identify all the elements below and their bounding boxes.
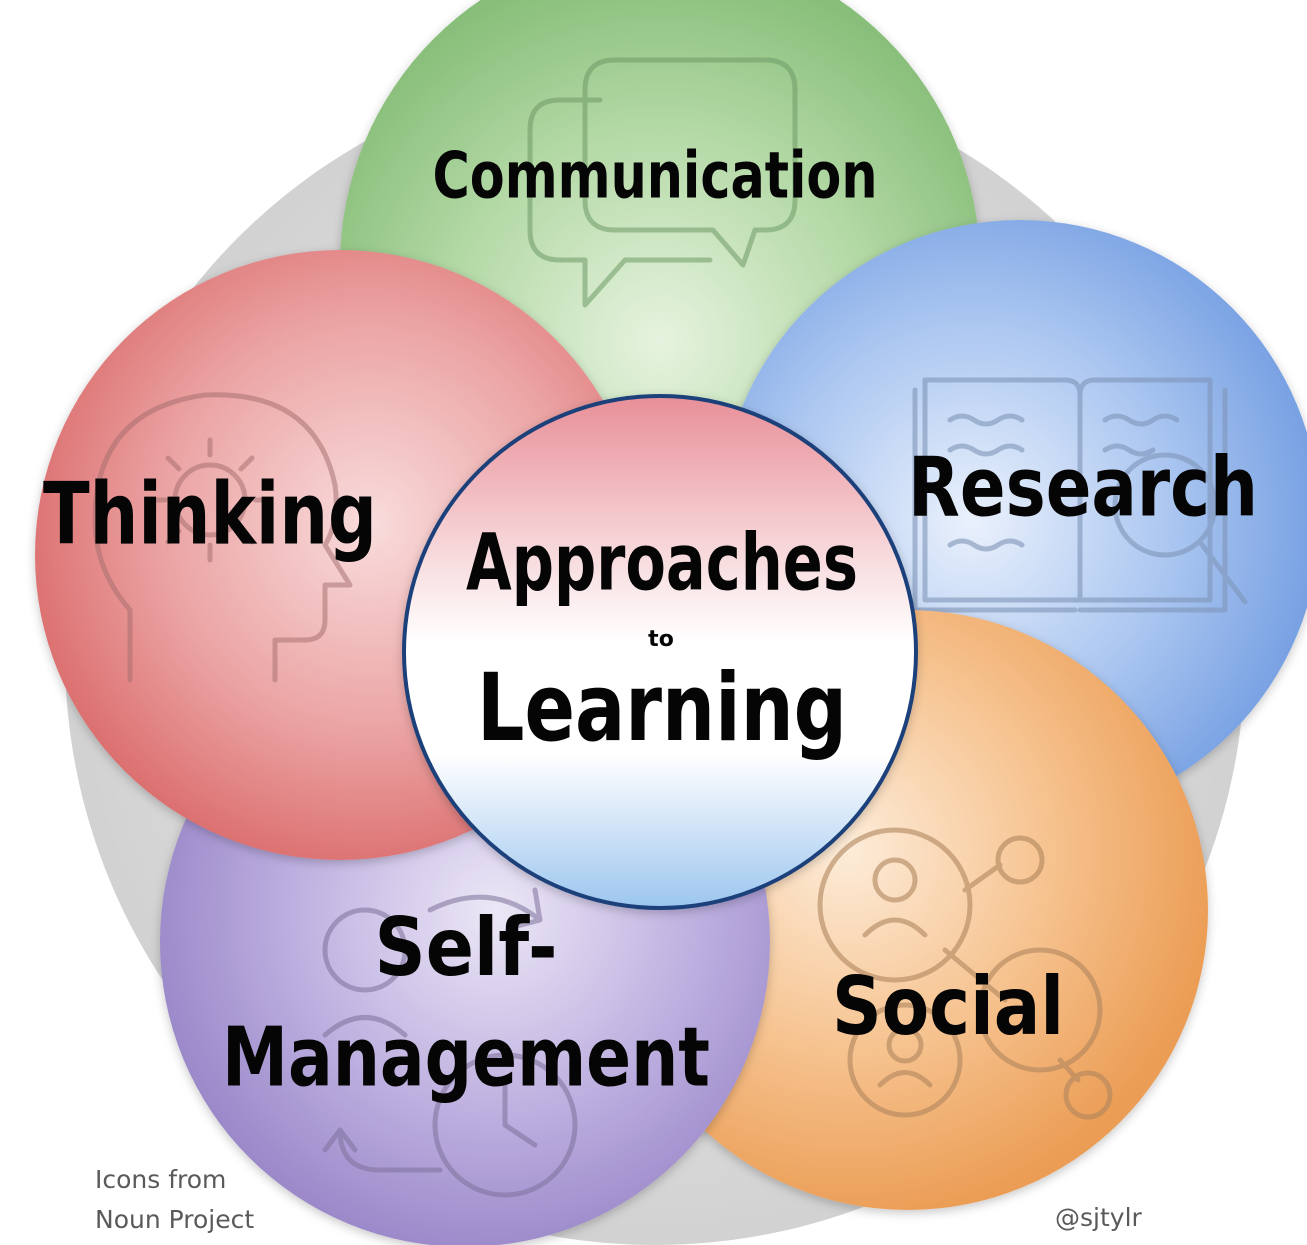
book-magnifier-icon — [912, 377, 1248, 613]
head-gear-icon — [92, 392, 353, 683]
self-management-label-line1: Self- — [375, 901, 558, 994]
icons-credit-line1: Icons from — [95, 1165, 227, 1194]
center-title-line1: Approaches — [466, 518, 858, 608]
social-label: Social — [832, 960, 1064, 1053]
author-credit: @sjtylr — [1055, 1203, 1142, 1232]
icons-credit-line2: Noun Project — [95, 1205, 255, 1234]
center-title-line3: Learning — [477, 654, 847, 763]
communication-label: Communication — [433, 140, 878, 214]
thinking-label: Thinking — [43, 464, 377, 564]
center-circle: Approaches to Learning — [402, 394, 918, 910]
time-cycle-icon — [322, 887, 578, 1198]
people-network-icon — [817, 827, 1113, 1120]
self-management-label-line2: Management — [222, 1010, 710, 1105]
research-label: Research — [908, 440, 1258, 535]
icons-credit: Icons from Noun Project — [95, 1160, 254, 1240]
speech-bubbles-icon — [527, 57, 798, 308]
center-title-line2: to — [648, 627, 674, 652]
